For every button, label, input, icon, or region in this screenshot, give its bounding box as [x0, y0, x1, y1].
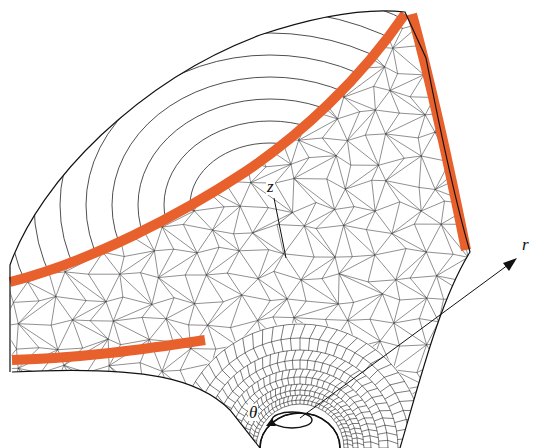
z-axis: [274, 198, 286, 258]
band-bottom: [12, 340, 205, 360]
axis-label: θ: [248, 404, 258, 421]
hub-clip: [170, 320, 430, 448]
triangle-mesh: [0, 0, 523, 448]
band-right: [412, 14, 466, 250]
theta-arrow: [272, 412, 312, 428]
r-arrowhead: [503, 258, 517, 271]
axis-label: r: [521, 236, 530, 253]
hub-radials: [176, 324, 424, 448]
hub-rings: [176, 324, 424, 448]
hole-edge: [260, 413, 340, 448]
contour-line: [60, 33, 480, 377]
mesh-edges: [0, 0, 523, 448]
mesh-region: [0, 0, 523, 448]
orange-bands: [10, 14, 466, 360]
contour-line: [138, 99, 402, 311]
hub-ring: [229, 377, 371, 448]
axis-label: z: [266, 178, 275, 195]
hub-ring: [176, 324, 424, 448]
band-top: [10, 14, 405, 282]
theta-arrowhead: [266, 418, 276, 426]
body-outline: [10, 11, 470, 448]
r-axis: [300, 262, 512, 418]
